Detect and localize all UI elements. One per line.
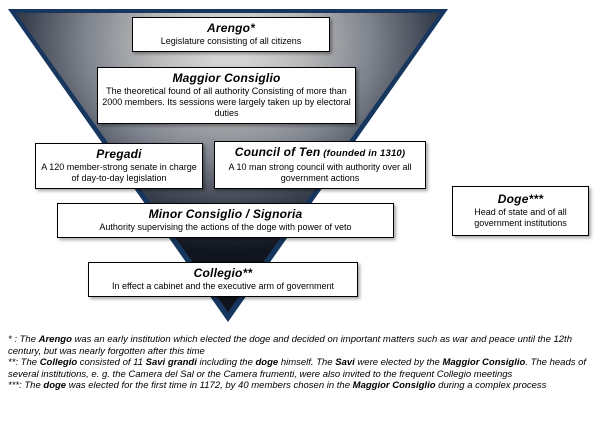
box-minor-consiglio-signoria: Minor Consiglio / Signoria Authority sup… — [57, 203, 394, 238]
box-maggior-consiglio-body: The theoretical found of all authority C… — [102, 86, 351, 118]
box-minor-consiglio-signoria-body: Authority supervising the actions of the… — [99, 222, 352, 232]
box-pregadi: Pregadi A 120 member-strong senate in ch… — [35, 143, 203, 189]
box-collegio-body: In effect a cabinet and the executive ar… — [112, 281, 334, 291]
box-council-of-ten-title: Council of Ten (founded in 1310) — [219, 145, 421, 161]
box-arengo: Arengo* Legislature consisting of all ci… — [132, 17, 330, 52]
box-pregadi-title: Pregadi — [96, 147, 142, 161]
box-collegio: Collegio** In effect a cabinet and the e… — [88, 262, 358, 297]
box-council-of-ten-title-suffix: (founded in 1310) — [320, 148, 406, 159]
box-maggior-consiglio: Maggior Consiglio The theoretical found … — [97, 67, 356, 124]
box-council-of-ten-body: A 10 man strong council with authority o… — [228, 162, 412, 183]
footnote: ***: The doge was elected for the first … — [8, 380, 547, 391]
box-doge: Doge*** Head of state and of all governm… — [452, 186, 589, 236]
box-council-of-ten: Council of Ten (founded in 1310) A 10 ma… — [214, 141, 426, 189]
box-council-of-ten-title-text: Council of Ten — [234, 145, 321, 159]
footnote: **: The Collegio consisted of 11 Savi gr… — [8, 357, 587, 380]
box-minor-consiglio-signoria-title: Minor Consiglio / Signoria — [148, 207, 303, 221]
footnotes: * : The Arengo was an early institution … — [8, 334, 594, 392]
box-maggior-consiglio-title: Maggior Consiglio — [172, 71, 281, 85]
box-doge-title: Doge*** — [497, 192, 544, 206]
box-arengo-title: Arengo* — [206, 21, 256, 35]
box-doge-body: Head of state and of all government inst… — [474, 207, 567, 228]
box-arengo-body: Legislature consisting of all citizens — [160, 36, 302, 46]
box-pregadi-body: A 120 member-strong senate in charge of … — [41, 162, 197, 183]
footnote: * : The Arengo was an early institution … — [8, 334, 572, 357]
box-collegio-title: Collegio** — [193, 266, 253, 280]
